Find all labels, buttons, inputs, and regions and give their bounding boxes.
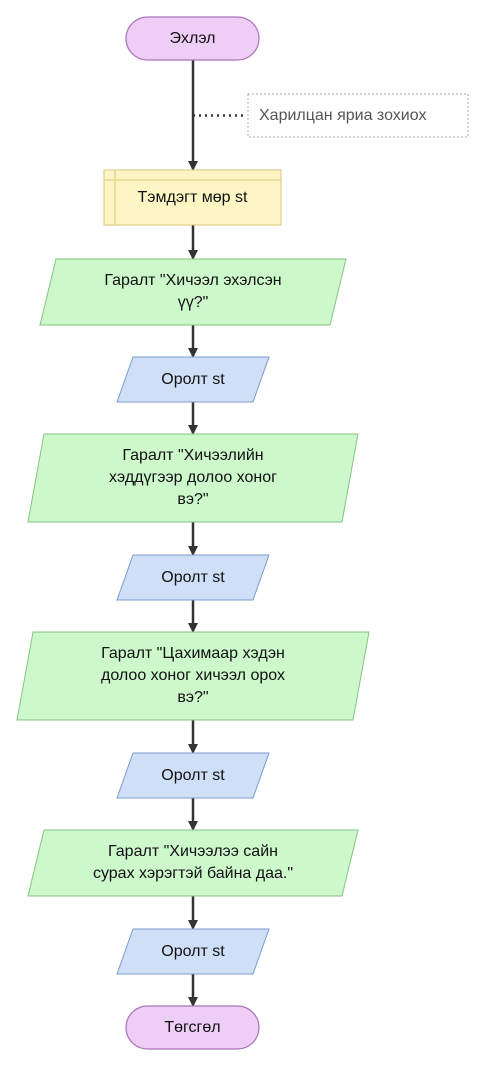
out2-output-shape bbox=[27, 433, 359, 523]
declare-declare-shape bbox=[103, 169, 282, 226]
out4-output-shape bbox=[27, 829, 359, 897]
out1-output-shape bbox=[39, 258, 347, 326]
end-terminal-shape bbox=[125, 1005, 260, 1050]
flow-connectors bbox=[188, 60, 246, 1007]
out3-output-shape bbox=[16, 631, 370, 721]
start-terminal-shape bbox=[125, 16, 260, 61]
in3-input-shape bbox=[116, 752, 270, 799]
in4-input-shape bbox=[116, 928, 270, 975]
in2-input-shape bbox=[116, 554, 270, 601]
comment-comment-shape bbox=[247, 93, 469, 138]
in1-input-shape bbox=[116, 356, 270, 403]
flow-shapes bbox=[16, 16, 469, 1050]
